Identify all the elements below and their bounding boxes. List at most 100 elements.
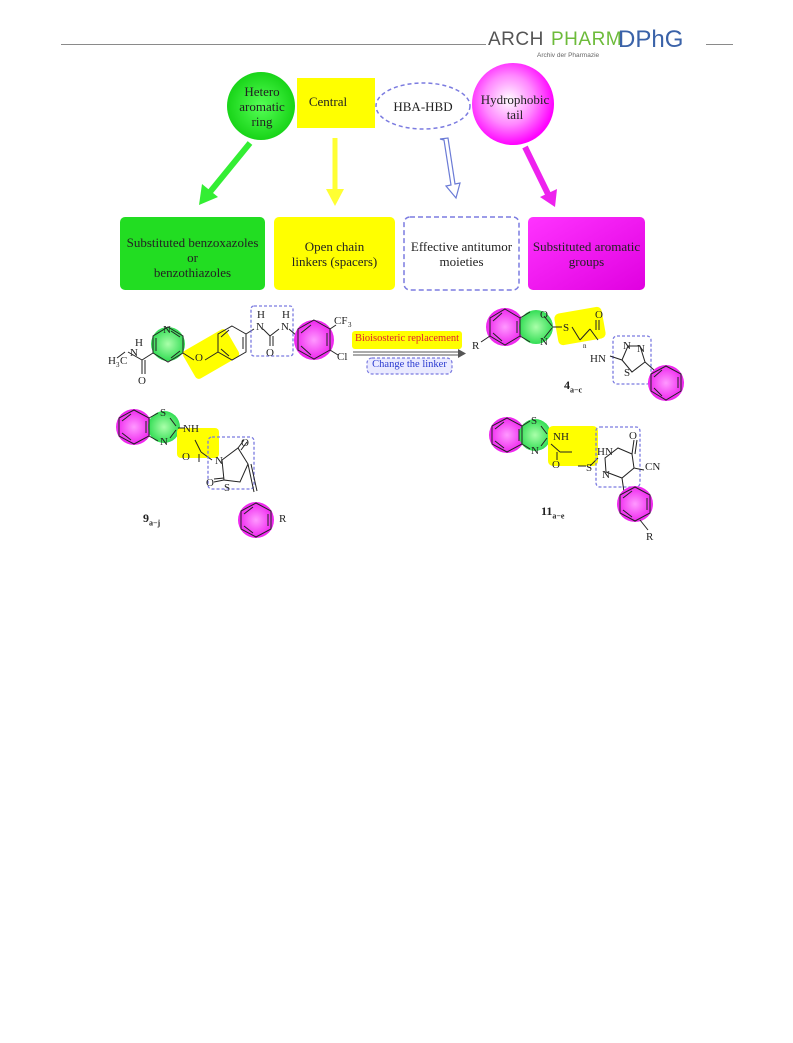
atom-o-ether: O — [195, 352, 203, 364]
atom-n-amide: N — [130, 347, 138, 359]
compound11-structure — [489, 417, 653, 531]
compound4-linker-highlight — [554, 306, 606, 346]
compound-9-num: 9 — [143, 511, 149, 525]
compound-4-label: 4a−c — [564, 378, 582, 394]
sorafenib-structure — [116, 305, 339, 379]
hba-hbd-label: HBA-HBD — [393, 99, 453, 114]
compound11-labels: S N NH O S HN O N CN R — [531, 415, 660, 543]
arrow-magenta-head — [540, 189, 557, 207]
box-antitumor — [403, 216, 520, 291]
atom-h-urea1: H — [257, 309, 265, 321]
change-linker-box — [366, 357, 453, 375]
pyridine-highlight — [151, 327, 185, 361]
c9-atom-nh: NH — [183, 423, 199, 435]
hydrophobic-line1: Hydrophobic — [480, 92, 550, 107]
c4-atom-n: N — [540, 336, 548, 348]
atom-h-urea2: H — [282, 309, 290, 321]
compound11-pyrimidine-box — [595, 426, 641, 488]
linker-box-label: Open chain linkers (spacers) — [274, 239, 395, 269]
arrow-green-group — [199, 141, 253, 205]
c9-atom-n2: N — [215, 455, 223, 467]
atom-cl: Cl — [337, 351, 347, 363]
c11-atom-r: R — [646, 531, 654, 543]
atom-o-amide: O — [138, 375, 146, 387]
c11-atom-s2: S — [586, 462, 592, 474]
c9-atom-o: O — [182, 451, 190, 463]
c9-atom-o3: O — [206, 477, 214, 489]
atom-h3c-sub: 3 — [116, 361, 120, 369]
aromatic-line2: groups — [568, 254, 605, 269]
change-linker-label: Change the linker — [372, 359, 447, 370]
bioisosteric-highlight — [352, 331, 462, 349]
reaction-arrow-head — [458, 349, 466, 358]
hetero-line1: Hetero — [244, 84, 280, 99]
c11-atom-n: N — [531, 445, 539, 457]
c4-atom-s: S — [563, 322, 569, 334]
c9-atom-s: S — [160, 407, 166, 419]
atom-cf3-sub: 3 — [348, 321, 352, 329]
compound11-linker-highlight — [548, 426, 598, 466]
hydrophobic-label: Hydrophobic tail — [470, 92, 560, 122]
hetero-line2: aromatic — [239, 99, 285, 114]
antitumor-box-label: Effective antitumor moieties — [404, 239, 519, 269]
compound-11-num: 11 — [541, 504, 553, 518]
benz-line1: Substituted benzoxazoles — [126, 235, 259, 250]
compound4-thiadiazole-box — [612, 335, 652, 385]
urea-box — [250, 305, 294, 357]
compound4-labels: O N S R n O HN N N S — [472, 309, 645, 379]
box-benzoxazoles — [120, 217, 265, 290]
compound4-structure — [480, 306, 684, 401]
c11-atom-nh: NH — [553, 431, 569, 443]
c9-atom-r: R — [279, 513, 287, 525]
arrow-yellow-group — [326, 138, 344, 206]
antitumor-line1: Effective antitumor — [410, 239, 513, 254]
linker-line1: Open chain — [304, 239, 365, 254]
header-rule-right — [706, 44, 733, 45]
c4-atom-r: R — [472, 340, 480, 352]
aromatic-box-label: Substituted aromatic groups — [528, 239, 645, 269]
compound-11-sub: a−e — [552, 511, 565, 521]
benz-box-label: Substituted benzoxazoles or benzothiazol… — [120, 235, 265, 280]
compound-4-sub: a−c — [570, 385, 583, 395]
aryl-highlight — [294, 320, 334, 360]
c4-atom-o2: O — [595, 309, 603, 321]
hba-hbd-ellipse — [375, 82, 471, 130]
benz-line2: or — [187, 250, 198, 265]
arrow-hollow-group — [439, 137, 461, 200]
compound9-tzd-box — [207, 436, 255, 490]
compound9-labels: S N NH O N O O S R — [160, 407, 287, 525]
central-label: Central — [308, 94, 348, 109]
arrow-magenta-group — [522, 145, 557, 207]
logo-dphg: DPhG — [618, 26, 684, 53]
c9-atom-n: N — [160, 436, 168, 448]
atom-n-urea1: N — [256, 321, 264, 333]
atom-n-urea2: N — [281, 321, 289, 333]
central-rect — [297, 78, 375, 128]
c11-atom-o2: O — [629, 430, 637, 442]
c4-atom-o: O — [540, 309, 548, 321]
compound-9-sub: a−j — [149, 518, 161, 528]
benz-line3: benzothiazoles — [153, 265, 232, 280]
c4-atom-n-sub: n — [583, 342, 587, 350]
atom-h-amide: H — [135, 337, 143, 349]
compound-9-label: 9a−j — [143, 511, 160, 527]
hetero-label: Hetero aromatic ring — [231, 84, 293, 129]
arrow-hollow — [439, 137, 461, 200]
compound-11-label: 11a−e — [541, 504, 564, 520]
logo-pharm: PHARM — [551, 29, 623, 50]
logo-arch: ARCH — [488, 29, 544, 50]
sorafenib-labels: N O H N H N O CF 3 Cl H N O H 3 C — [108, 309, 352, 387]
hydrophobic-line2: tail — [506, 107, 524, 122]
c4-atom-n1: N — [623, 340, 631, 352]
atom-o-urea: O — [266, 347, 274, 359]
c9-atom-s2: S — [224, 482, 230, 494]
c11-atom-n2: N — [602, 469, 610, 481]
compound-4-num: 4 — [564, 378, 570, 392]
compound9-structure — [116, 409, 274, 538]
c9-atom-o2: O — [241, 437, 249, 449]
atom-h3c-c: C — [120, 355, 127, 367]
bioisosteric-label: Bioisosteric replacement — [354, 333, 460, 344]
c4-atom-s2: S — [624, 367, 630, 379]
c11-atom-o: O — [552, 459, 560, 471]
